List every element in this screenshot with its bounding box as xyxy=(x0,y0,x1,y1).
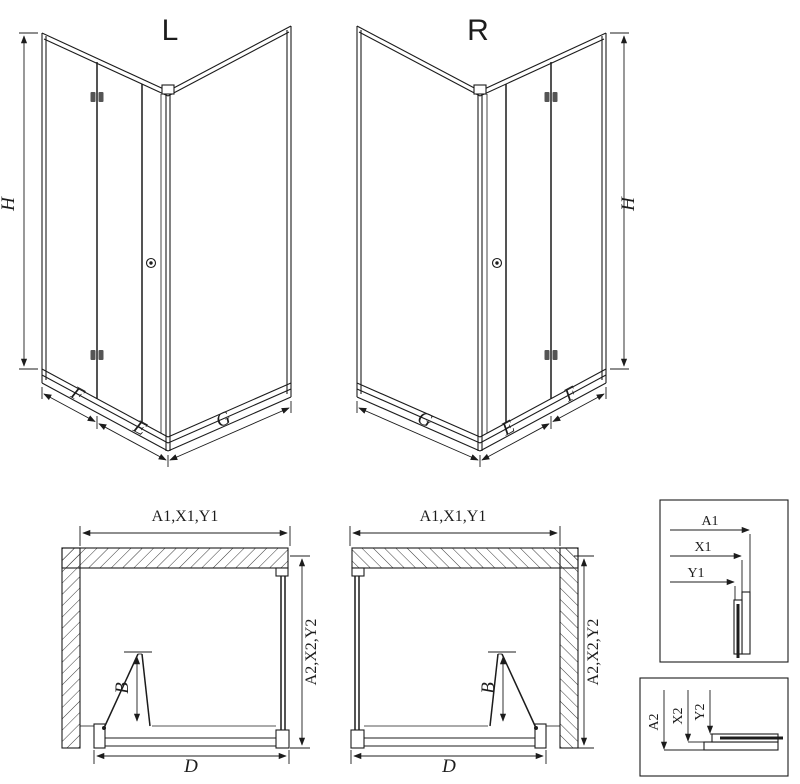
dim-label-e-left: E xyxy=(129,416,150,441)
plan-view-left xyxy=(62,526,290,764)
detail-a2-label: A2 xyxy=(647,713,662,730)
dim-label-f-right: F xyxy=(560,382,581,407)
view-title-right: R xyxy=(467,14,489,47)
dim-label-g-left: G xyxy=(213,407,234,432)
dim-label-e-right: E xyxy=(497,416,518,441)
plan-left-depth-dimension xyxy=(290,555,310,749)
detail-a1-label: A1 xyxy=(701,514,718,529)
dim-label-h-left: H xyxy=(0,196,19,212)
dim-label-g-right: G xyxy=(414,407,435,432)
plan-left-depth-label: A2,X2,Y2 xyxy=(303,619,320,686)
plan-right-b-label: B xyxy=(478,682,499,694)
enclosure-3d-left xyxy=(19,26,291,467)
view-title-left: L xyxy=(162,14,179,47)
plan-right-d-label: D xyxy=(441,756,456,777)
profile-outer xyxy=(741,591,751,655)
detail-y2-label: Y2 xyxy=(693,703,708,720)
plan-view-right xyxy=(350,526,578,764)
plan-left-d-label: D xyxy=(183,756,198,777)
detail-box-border xyxy=(639,677,789,777)
plan-right-depth-label: A2,X2,Y2 xyxy=(585,619,602,686)
plan-right-depth-dimension xyxy=(574,555,594,749)
dim-label-f-left: F xyxy=(66,382,87,407)
plan-right-width-label: A1,X1,Y1 xyxy=(420,508,487,525)
dim-label-h-right: H xyxy=(618,196,639,212)
detail-x1-label: X1 xyxy=(694,540,711,555)
profile-outer xyxy=(703,741,779,751)
enclosure-3d-right xyxy=(357,26,629,467)
plan-left-b-label: B xyxy=(112,682,133,694)
plan-left-width-label: A1,X1,Y1 xyxy=(152,508,219,525)
detail-box-width-profile xyxy=(659,499,789,663)
detail-y1-label: Y1 xyxy=(687,566,704,581)
detail-box-depth-profile xyxy=(639,677,789,777)
detail-box-border xyxy=(659,499,789,663)
detail-x2-label: X2 xyxy=(671,707,686,724)
